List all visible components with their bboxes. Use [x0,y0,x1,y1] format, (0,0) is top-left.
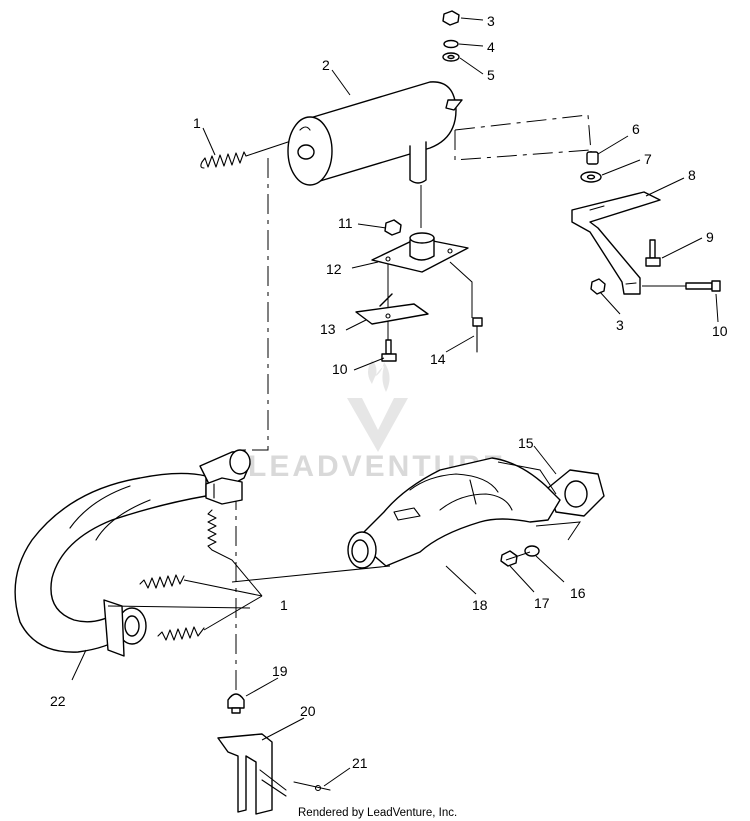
callout-1-top: 1 [193,115,201,131]
callout-17: 17 [534,595,550,611]
bracket-part-13 [355,293,429,325]
callout-3-right: 3 [616,317,624,333]
callout-22: 22 [50,693,66,709]
callout-12: 12 [326,261,342,277]
gasket-part-15 [547,469,605,517]
callout-18: 18 [472,597,488,613]
grommet-part-19 [227,693,245,714]
callout-21: 21 [352,755,368,771]
clip-part-14 [472,317,483,353]
callout-10-right: 10 [712,323,728,339]
callout-14: 14 [430,351,446,367]
callout-labels: 1 2 3 4 5 6 7 8 9 3 10 11 12 13 10 14 15… [50,13,728,771]
callout-3-top: 3 [487,13,495,29]
callout-1-lower: 1 [280,597,288,613]
nut-part-3-right [590,278,606,295]
callout-11: 11 [338,215,353,231]
manifold-part-18 [347,457,561,569]
callout-9: 9 [706,229,714,245]
callout-7: 7 [644,151,652,167]
hardware-3-4-5 [442,10,460,62]
callout-19: 19 [272,663,288,679]
bolt-part-10-left [381,339,397,362]
render-credit: Rendered by LeadVenture, Inc. [298,807,457,819]
clip-part-21 [293,781,331,792]
callout-15: 15 [518,435,534,451]
bolt-part-10-right [642,280,721,292]
callout-leaders [71,17,719,787]
callout-4: 4 [487,39,495,55]
callout-6: 6 [632,121,640,137]
bracket-part-20 [217,733,287,815]
alignment-lines [235,114,592,690]
callout-13: 13 [320,321,336,337]
expansion-chamber-part-22 [14,449,251,657]
nut-part-11 [384,219,402,236]
bolt-part-9 [645,239,661,267]
callout-20: 20 [300,703,316,719]
spring-part-1 [200,137,301,169]
muffler-part-2 [287,81,463,186]
callout-5: 5 [487,67,495,83]
hardware-16-17 [500,545,540,567]
springs-part-1-lower [107,461,581,641]
bracket-part-8 [571,191,661,295]
callout-16: 16 [570,585,586,601]
mount-plate-part-12 [371,232,469,273]
callout-10-left: 10 [332,361,348,377]
callout-2: 2 [322,57,330,73]
callout-8: 8 [688,167,696,183]
hardware-6-7 [580,151,602,183]
